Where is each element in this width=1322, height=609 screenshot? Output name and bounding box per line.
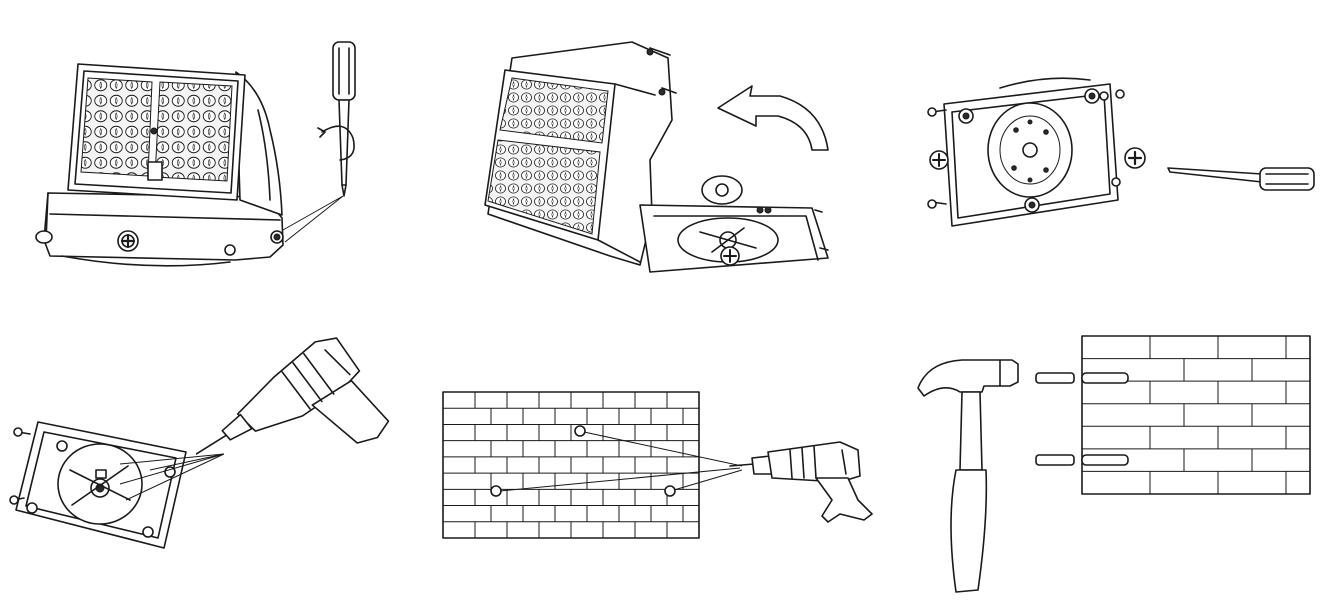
screwdriver-icon [282, 41, 356, 243]
step-4-mark-holes-drill [9, 337, 390, 549]
wall-anchor-icon [1035, 454, 1129, 466]
step-5-drill-wall [442, 391, 873, 539]
power-drill-icon [195, 337, 390, 455]
power-drill-icon [729, 441, 873, 523]
hammer-icon [917, 359, 1019, 593]
screw-icon [720, 246, 740, 266]
screwdriver-icon [1167, 167, 1315, 191]
step-3-bracket-screw [927, 77, 1315, 227]
screw-icon [117, 230, 139, 252]
step-6-hammer-anchors [917, 335, 1311, 593]
step-2-open-lamp-body [484, 41, 829, 273]
screw-icon [1124, 147, 1146, 169]
wall-anchor-icon [1035, 372, 1129, 384]
screw-icon [929, 150, 949, 170]
step-1-remove-mount-screws [35, 41, 356, 267]
rotate-arrow-icon [717, 85, 829, 151]
